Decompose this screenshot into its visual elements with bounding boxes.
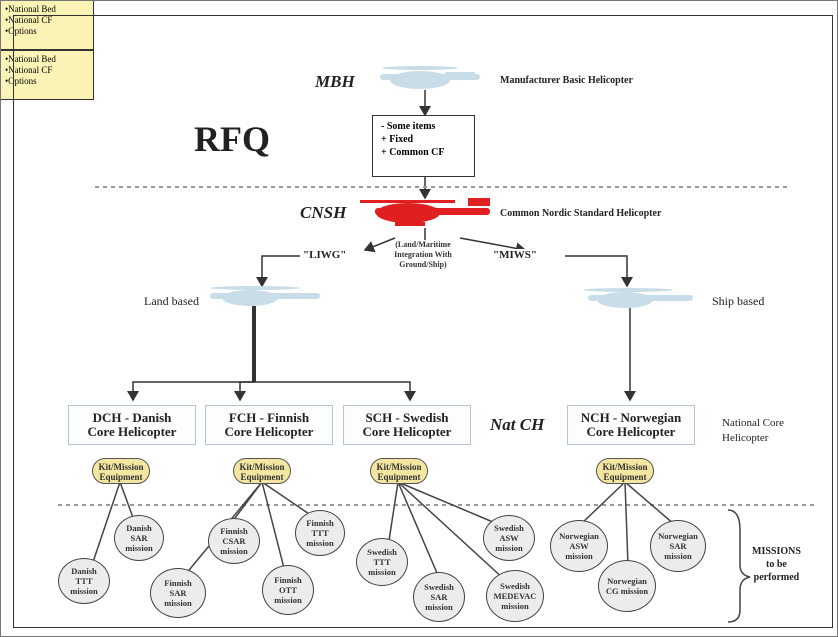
equipment-danish: Kit/Mission Equipment [92,458,150,484]
missions-label: MISSIONS to be performed [752,545,801,584]
options-box-ship: National Bed National CF Options [0,50,94,100]
options-land-item-3: Options [5,26,89,37]
core-box-finnish: FCH - Finnish Core Helicopter [205,405,333,445]
core-finnish-line1: FCH - Finnish [228,410,310,425]
mission-connectors [91,481,676,581]
national-core-label: National Core Helicopter [722,416,784,446]
slide-border [13,15,833,628]
national-core-label-line1: National Core [722,417,785,429]
miws-label: "MIWS" [490,249,540,261]
mission-swedish-ttt: Swedish TTT mission [356,538,408,586]
land-based-label: Land based [144,294,199,308]
rfq-item-2: + Fixed [381,134,414,145]
options-ship-item-3: Options [5,76,89,87]
rfq-items-box: - Some items + Fixed + Common CF [372,115,475,177]
nat-ch-abbrev: Nat CH [490,415,545,434]
mission-norwegian-asw: Norwegian ASW mission [550,520,608,572]
missions-label-line2: to be [766,559,787,570]
cnsh-helicopter-icon [360,198,490,226]
core-box-swedish: SCH - Swedish Core Helicopter [343,405,471,445]
rfq-item-1: - Some items [381,121,436,132]
national-core-label-line2: Helicopter [722,432,769,444]
cnsh-abbrev: CNSH [300,203,347,222]
land-helicopter-icon [210,286,320,306]
ship-based-label: Ship based [712,294,765,308]
mission-swedish-medevac: Swedish MEDEVAC mission [486,570,544,622]
options-box-land: National Bed National CF Options [0,0,94,50]
core-swedish-line2: Core Helicopter [362,424,452,439]
equipment-swedish: Kit/Mission Equipment [370,458,428,484]
rfq-title: RFQ [194,119,270,159]
core-box-norwegian: NCH - Norwegian Core Helicopter [567,405,695,445]
equipment-finnish: Kit/Mission Equipment [233,458,291,484]
options-ship-item-2: National CF [5,65,89,76]
mission-danish-ttt: Danish TTT mission [58,558,110,604]
rfq-item-3: + Common CF [381,147,445,158]
core-norwegian-line1: NCH - Norwegian [580,410,682,425]
options-land-item-2: National CF [5,15,89,26]
core-danish-line2: Core Helicopter [87,424,177,439]
mission-finnish-csar: Finnish CSAR mission [208,518,260,564]
core-box-danish: DCH - Danish Core Helicopter [68,405,196,445]
mission-norwegian-sar: Norwegian SAR mission [650,520,706,572]
ship-helicopter-icon [583,288,693,308]
liwg-label: "LIWG" [300,249,350,261]
core-norwegian-line2: Core Helicopter [586,424,676,439]
core-finnish-line2: Core Helicopter [224,424,314,439]
missions-label-line1: MISSIONS [752,546,801,557]
options-land-item-1: National Bed [5,4,89,15]
equipment-norwegian: Kit/Mission Equipment [596,458,654,484]
mission-swedish-sar: Swedish SAR mission [413,572,465,622]
mbh-helicopter-icon [380,66,480,89]
missions-brace [727,509,751,623]
mission-norwegian-cg: Norwegian CG mission [598,560,656,612]
missions-label-line3: performed [753,572,800,583]
mission-finnish-ttt: Finnish TTT mission [295,510,345,556]
mission-danish-sar: Danish SAR mission [114,515,164,561]
mission-swedish-asw: Swedish ASW mission [483,515,535,561]
mbh-label: Manufacturer Basic Helicopter [500,75,633,86]
mission-finnish-ott: Finnish OTT mission [262,565,314,615]
options-ship-item-1: National Bed [5,54,89,65]
mbh-abbrev: MBH [315,72,355,91]
mission-finnish-sar: Finnish SAR mission [150,568,206,618]
cnsh-label: Common Nordic Standard Helicopter [500,208,662,219]
core-swedish-line1: SCH - Swedish [365,410,449,425]
integration-note: (Land/Maritime Integration With Ground/S… [394,240,452,269]
core-danish-line1: DCH - Danish [92,410,172,425]
